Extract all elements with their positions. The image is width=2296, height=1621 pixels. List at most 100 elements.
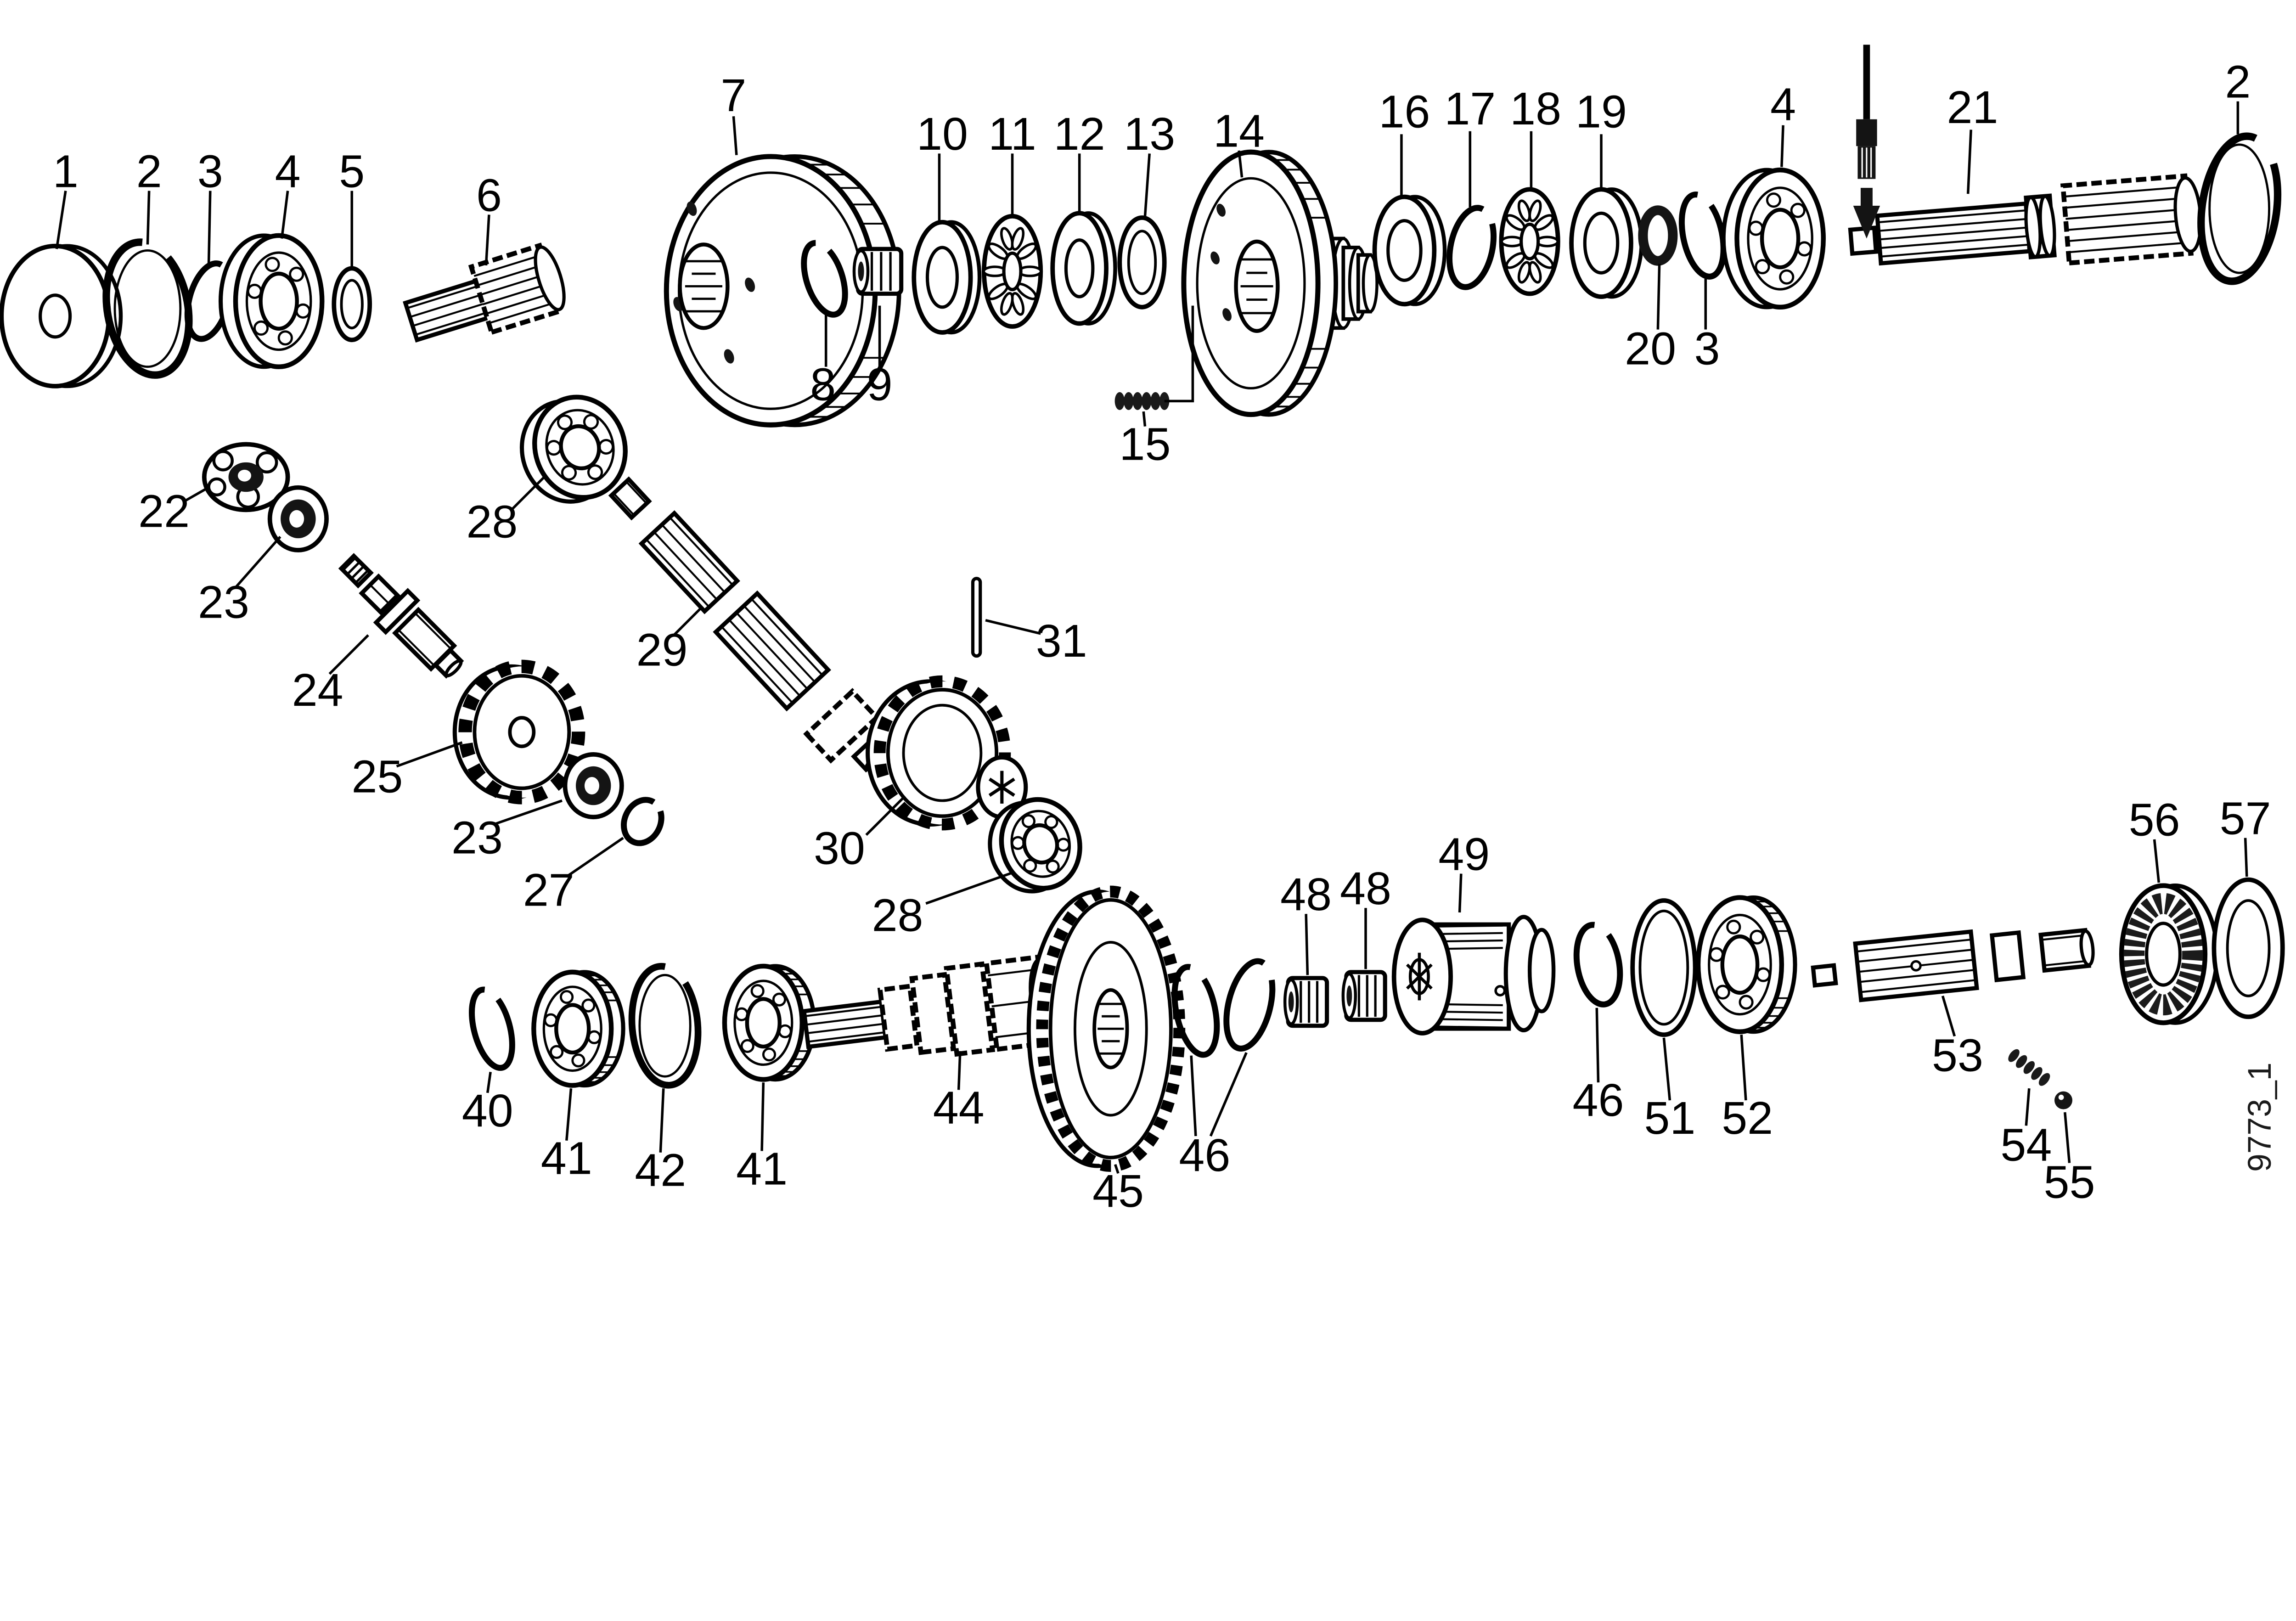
part-label-10: 10 bbox=[917, 108, 968, 160]
leader-51 bbox=[1662, 1037, 1671, 1101]
leader-22 bbox=[184, 488, 207, 502]
part-label-22: 22 bbox=[138, 486, 190, 537]
leader-14 bbox=[1238, 150, 1244, 178]
part-label-27: 27 bbox=[523, 864, 574, 916]
leader-4 bbox=[280, 191, 289, 239]
part-label-55: 55 bbox=[2044, 1157, 2095, 1208]
leader-46 bbox=[1190, 1055, 1197, 1137]
part-23-washer: 23 bbox=[451, 752, 624, 864]
leader-41 bbox=[760, 1082, 765, 1151]
part-23-washer: 23 bbox=[198, 485, 329, 628]
leader-49 bbox=[1458, 873, 1463, 913]
leader-20 bbox=[1656, 264, 1661, 330]
part-41-ball-bearing: 41 bbox=[722, 963, 816, 1194]
leader-48 bbox=[1305, 914, 1309, 975]
part-label-40: 40 bbox=[462, 1085, 513, 1137]
part-label-45: 45 bbox=[1092, 1165, 1144, 1216]
leader-44 bbox=[957, 1051, 962, 1090]
part-30-clutch-gear: 30 bbox=[814, 675, 1028, 874]
part-label-19: 19 bbox=[1576, 86, 1627, 138]
leader-21 bbox=[1966, 129, 1972, 194]
leader-7 bbox=[732, 116, 738, 155]
leader-31 bbox=[985, 619, 1041, 635]
part-7-starter-pulley-drum: 7 bbox=[664, 70, 901, 428]
part-label-2: 2 bbox=[136, 146, 162, 197]
part-label-28: 28 bbox=[466, 496, 518, 547]
leader-54 bbox=[2025, 1088, 2031, 1126]
part-27-snap-ring: 27 bbox=[523, 797, 664, 916]
part-46-snap-ring-pair: 46 bbox=[1171, 958, 1276, 1181]
part-10-thrust-washer: 10 bbox=[912, 108, 982, 335]
part-42-snap-ring-large: 42 bbox=[628, 962, 702, 1196]
part-label-4: 4 bbox=[1770, 79, 1796, 130]
leader-23 bbox=[493, 799, 563, 826]
part-44-gear-cluster-shaft: 44 bbox=[801, 954, 1062, 1133]
part-label-24: 24 bbox=[292, 664, 343, 716]
leader-3 bbox=[207, 191, 212, 264]
part-1-spacer-washer: 1 bbox=[0, 146, 123, 388]
leader-6 bbox=[484, 214, 490, 266]
part-label-16: 16 bbox=[1379, 86, 1430, 138]
part-8-snap-ring: 8 bbox=[801, 240, 848, 411]
part-label-29: 29 bbox=[636, 625, 688, 676]
part-label-52: 52 bbox=[1722, 1092, 1773, 1144]
part-label-3: 3 bbox=[1694, 323, 1720, 375]
leader-52 bbox=[1740, 1035, 1747, 1101]
part-label-13: 13 bbox=[1124, 108, 1175, 160]
part-54-detent-spring: 54 bbox=[2000, 1049, 2052, 1171]
part-label-49: 49 bbox=[1438, 828, 1490, 880]
part-label-6: 6 bbox=[476, 169, 502, 221]
part-label-23: 23 bbox=[198, 577, 249, 628]
leader-24 bbox=[328, 634, 369, 675]
part-label-15: 15 bbox=[1120, 419, 1171, 470]
leader-2 bbox=[146, 191, 151, 245]
part-22-castle-nut: 22 bbox=[138, 442, 290, 537]
part-label-12: 12 bbox=[1054, 108, 1105, 160]
leader-45 bbox=[1114, 1164, 1120, 1174]
part-label-44: 44 bbox=[933, 1082, 985, 1133]
leader-28 bbox=[925, 871, 1014, 905]
part-4-ball-bearing: 4 bbox=[218, 146, 325, 369]
part-label-48: 48 bbox=[1340, 863, 1391, 914]
leader-4 bbox=[1780, 125, 1784, 167]
leader-42 bbox=[659, 1088, 665, 1153]
part-label-5: 5 bbox=[339, 146, 365, 197]
part-label-46: 46 bbox=[1179, 1130, 1230, 1181]
part-label-3: 3 bbox=[197, 146, 223, 197]
part-24-kickstart-worm-shaft: 24 bbox=[292, 553, 464, 716]
part-label-25: 25 bbox=[351, 751, 403, 803]
part-57-seal-washer: 57 bbox=[2212, 793, 2285, 1019]
part-3-snap-ring: 3 bbox=[1678, 191, 1727, 375]
part-40-snap-ring: 40 bbox=[462, 986, 515, 1137]
part-label-17: 17 bbox=[1444, 83, 1496, 135]
grease-applicator-arrow-icon bbox=[1853, 45, 1880, 239]
part-label-42: 42 bbox=[635, 1145, 686, 1196]
leader-30 bbox=[865, 795, 906, 836]
part-label-23: 23 bbox=[451, 812, 503, 864]
part-28-ball-bearing: 28 bbox=[872, 797, 1082, 941]
part-2-snap-ring-large: 2 bbox=[2197, 56, 2282, 285]
part-15-spring: 15 bbox=[1114, 305, 1194, 470]
part-52-ball-bearing: 52 bbox=[1695, 895, 1797, 1144]
part-48-needle-bearing: 48 bbox=[1280, 869, 1332, 1028]
part-label-28: 28 bbox=[872, 890, 923, 941]
figure-code: 9773_1 bbox=[2241, 1063, 2278, 1172]
part-28-ball-bearing: 28 bbox=[466, 394, 628, 547]
part-label-46: 46 bbox=[1573, 1075, 1624, 1126]
leader-40 bbox=[486, 1072, 492, 1093]
part-label-2: 2 bbox=[2225, 56, 2251, 108]
part-label-30: 30 bbox=[814, 822, 865, 874]
leader-55 bbox=[2063, 1112, 2071, 1163]
leader-41 bbox=[565, 1088, 573, 1141]
leader-56 bbox=[2153, 839, 2161, 883]
part-label-21: 21 bbox=[1947, 82, 1998, 133]
part-18-thrust-bearing: 18 bbox=[1499, 83, 1561, 296]
part-53-output-shaft: 53 bbox=[1811, 928, 2095, 1081]
part-label-51: 51 bbox=[1644, 1092, 1695, 1144]
part-13-spacer-ring: 13 bbox=[1117, 108, 1175, 310]
leader-27 bbox=[566, 837, 624, 878]
leader-15 bbox=[1142, 411, 1147, 427]
part-55-detent-ball: 55 bbox=[2044, 1091, 2095, 1208]
